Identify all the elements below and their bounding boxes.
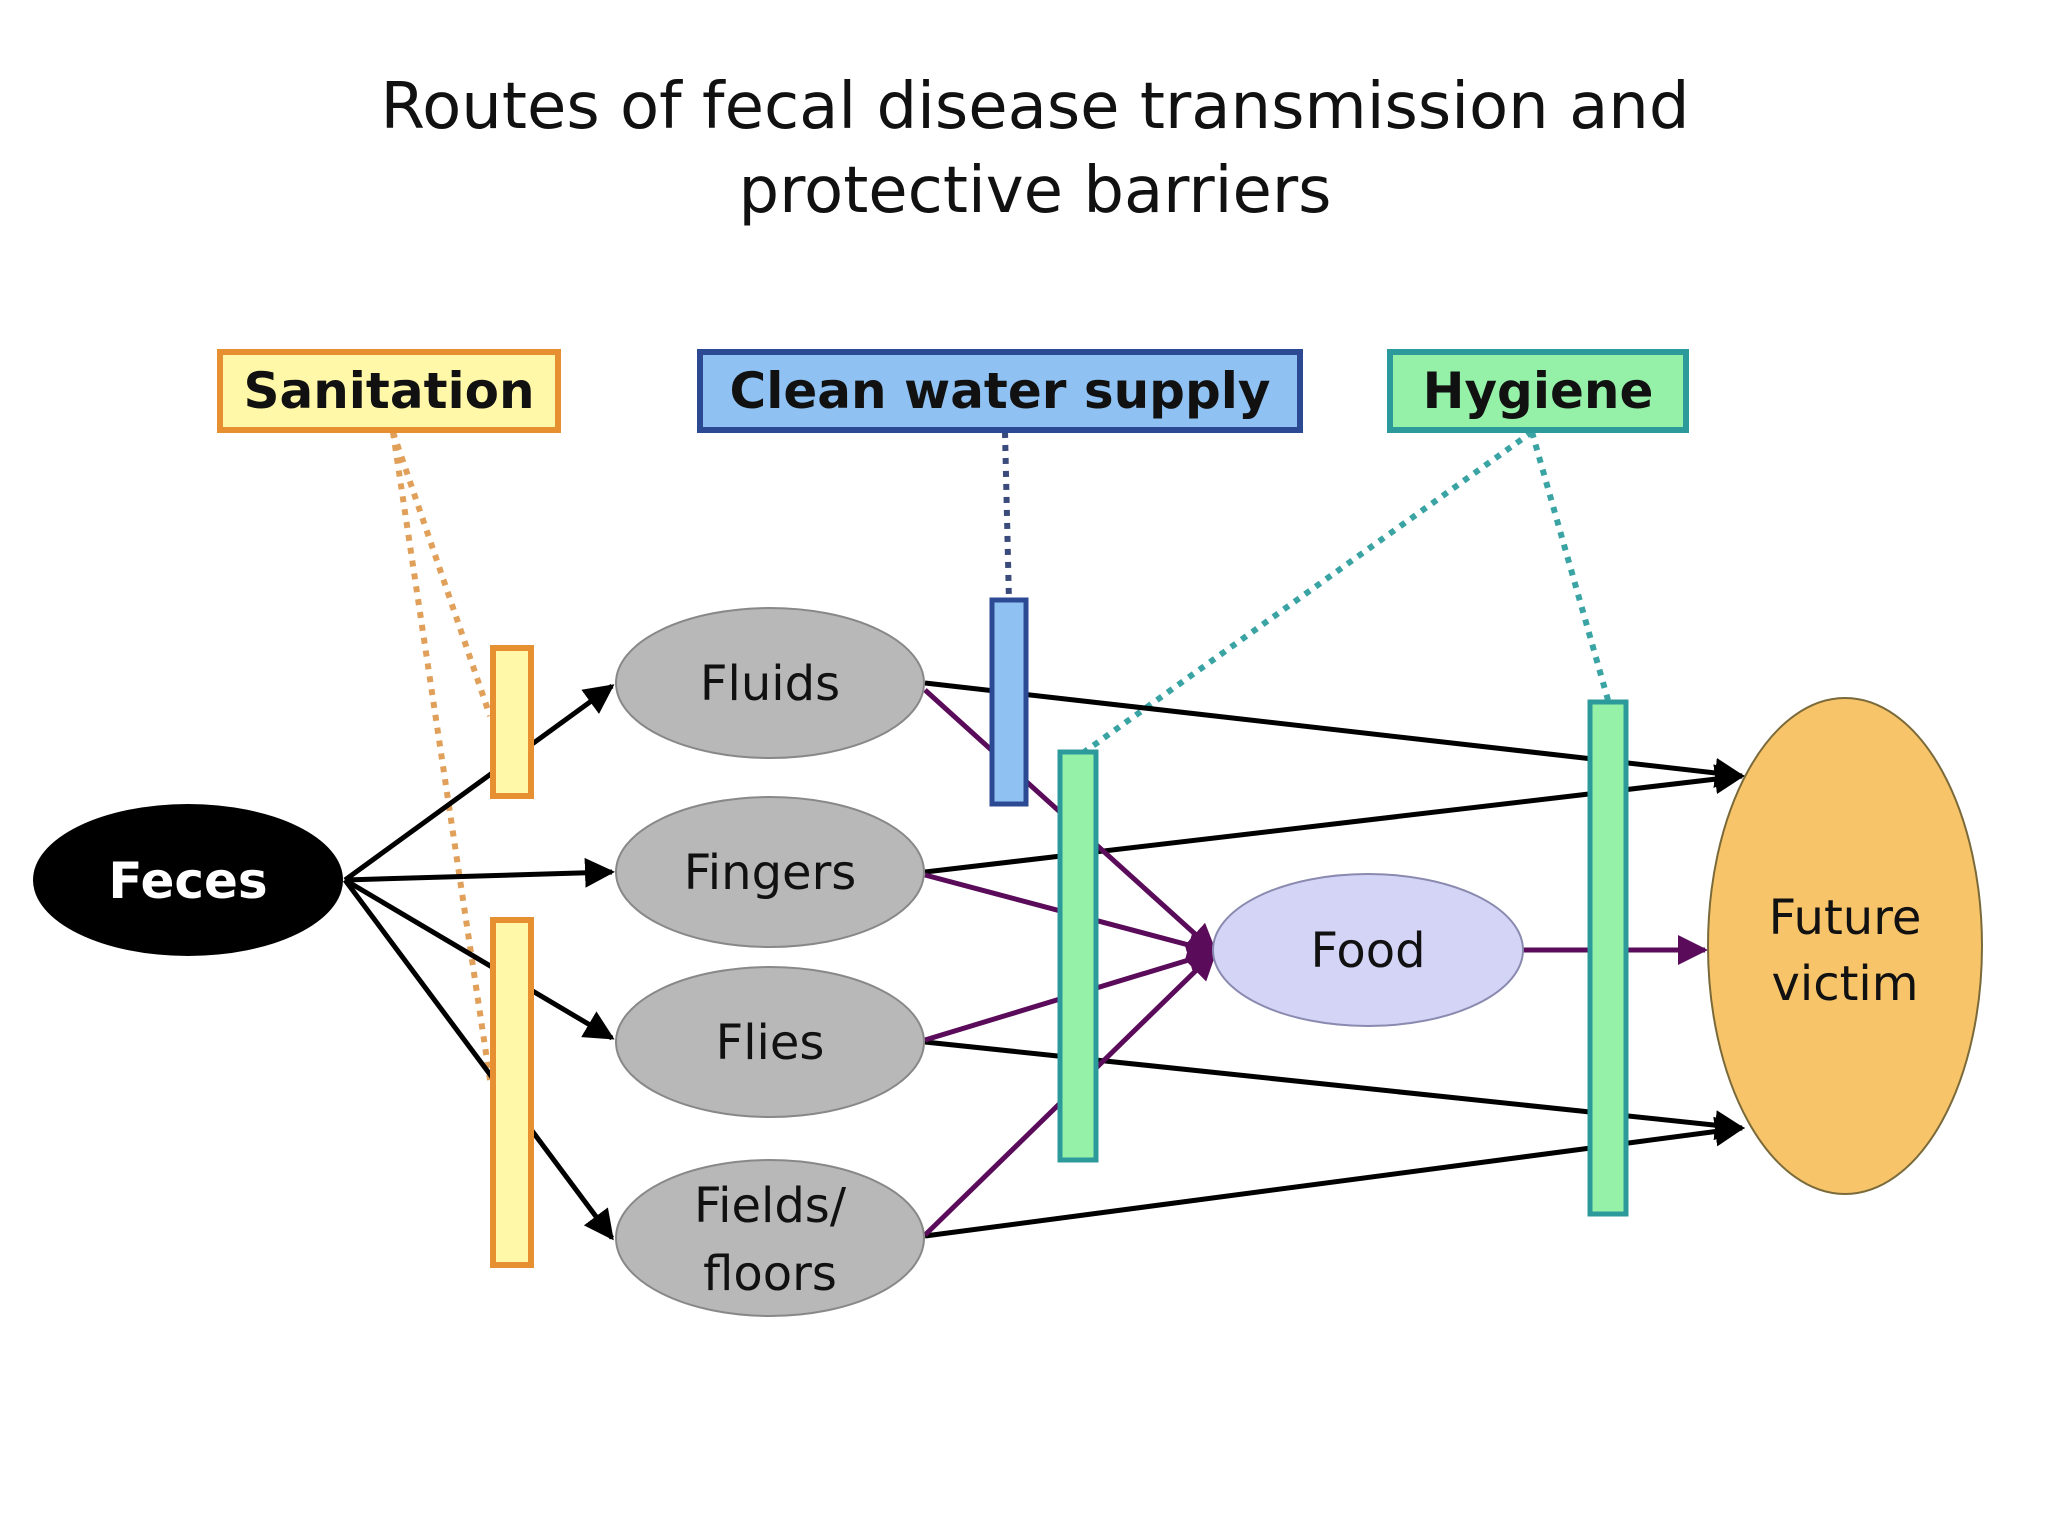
sanitation-connector-lower [390,431,493,1081]
arrow-feces-to-fields [342,878,615,1241]
hygiene-label-box [1387,349,1689,433]
sanitation-label: Sanitation [243,362,534,420]
transmission-arrows [342,680,1745,1241]
food-label: Food [1310,923,1425,979]
hygiene-barrier-right [1587,699,1629,1217]
arrow-feces-to-flies [343,877,615,1041]
sanitation-connector-upper [390,431,493,717]
fields-label-line-2: floors [703,1246,837,1302]
victim-label-line-1: Future [1769,890,1922,946]
water-connector [1002,431,1012,603]
victim-label-line-2: victim [1771,956,1918,1012]
fingers-label: Fingers [684,845,857,901]
hygiene-label: Hygiene [1423,362,1654,420]
sanitation-barrier-upper [490,645,534,799]
hygiene-connector-right [1529,431,1611,701]
food-node [1212,873,1524,1027]
feces-label: Feces [108,852,267,910]
water-label: Clean water supply [730,362,1271,420]
fingers-node [615,796,925,948]
feces-node [33,804,343,956]
fields-label-line-1: Fields/ [694,1178,847,1234]
future-victim-node [1707,697,1983,1195]
fluids-node [615,607,925,759]
title-line-2: protective barriers [739,154,1332,228]
title-line-1: Routes of fecal disease transmission and [381,70,1690,144]
arrow-feces-to-fluids [343,683,615,883]
flies-node [615,966,925,1118]
arrow-feces-to-fingers [344,857,615,888]
fields-node [615,1159,925,1317]
sanitation-label-box [217,349,561,433]
fluids-label: Fluids [700,656,840,712]
hygiene-connector-left [1078,429,1534,758]
sanitation-barrier-lower [490,917,534,1268]
barrier-connectors [390,429,1611,1081]
water-barrier [989,597,1029,807]
flies-label: Flies [716,1015,825,1071]
water-label-box [697,349,1303,433]
hygiene-barrier-left [1057,749,1099,1163]
